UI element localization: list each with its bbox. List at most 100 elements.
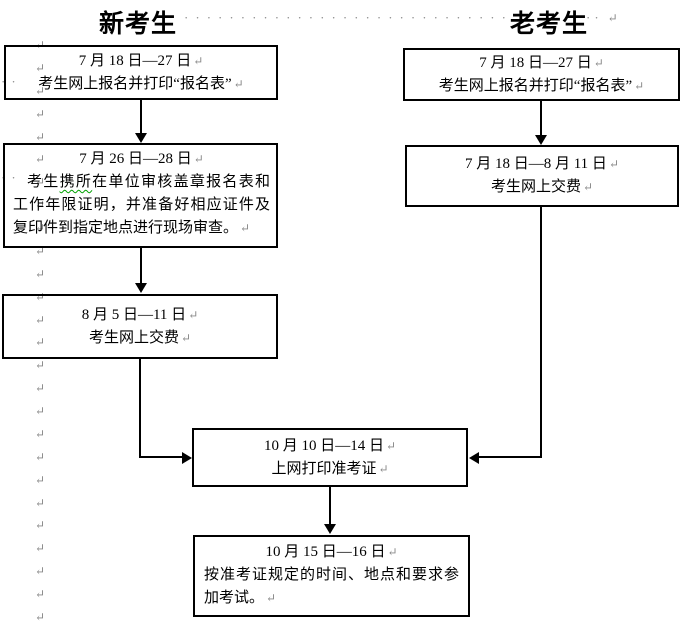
pilcrow-mark: ↵ bbox=[35, 495, 46, 510]
space-dot-mark: · bbox=[297, 10, 302, 25]
new-candidates-heading: 新考生 bbox=[99, 11, 178, 38]
old-candidates-heading: 老考生 bbox=[510, 11, 589, 38]
box-date-line: 7 月 26 日—28 日↵ bbox=[13, 148, 270, 171]
box-body-line: 考生网上交费↵ bbox=[4, 327, 276, 350]
body-text: 考生网上交费 bbox=[490, 179, 581, 195]
pilcrow-mark: ↵ bbox=[193, 152, 204, 166]
box-new-onsite-review: 7 月 26 日—28 日↵ 考生携所在单位审核盖章报名表和 工作年限证明，并准… bbox=[3, 143, 278, 248]
pilcrow-mark: ↵ bbox=[35, 221, 46, 235]
box-body-line: 工作年限证明，并准备好相应证件及 bbox=[13, 194, 270, 217]
body-text: 考生网上报名并打印“报名表” bbox=[438, 78, 633, 94]
body-text: 考生网上报名并打印“报名表” bbox=[38, 76, 232, 92]
date-text: 10 月 15 日—16 日 bbox=[265, 544, 386, 560]
pilcrow-mark: ↵ bbox=[35, 564, 46, 579]
body-text: 在单位审核盖章报名表和 bbox=[92, 174, 270, 190]
space-dot-mark: · bbox=[467, 10, 472, 25]
space-dot-mark: · bbox=[342, 10, 348, 25]
space-dot-mark: · bbox=[422, 10, 427, 25]
connector-new-reg-to-review bbox=[140, 100, 142, 134]
pilcrow-mark: ↵ bbox=[35, 609, 46, 622]
body-text: 工作年限证明，并准备好相应证件及 bbox=[13, 197, 270, 213]
space-dot-mark: · bbox=[501, 10, 506, 25]
pilcrow-mark: ↵ bbox=[35, 243, 46, 258]
pilcrow-mark: ↵ bbox=[35, 381, 46, 396]
box-date-line: 10 月 10 日—14 日↵ bbox=[194, 435, 466, 458]
pilcrow-mark: ↵ bbox=[180, 331, 192, 345]
margin-pilcrow-column: ↵↵↵↵↵↵↵↵↵↵↵↵↵↵↵↵↵↵↵↵↵↵↵↵↵↵ bbox=[35, 39, 49, 622]
grammar-wavy-text: 携所 bbox=[59, 174, 93, 190]
date-text: 7 月 18 日—8 月 11 日 bbox=[464, 156, 607, 172]
date-text: 7 月 18 日—27 日 bbox=[479, 55, 592, 71]
connector-old-payment-down bbox=[540, 207, 542, 458]
space-dot-mark: · bbox=[399, 10, 404, 25]
connector-review-to-payment bbox=[140, 248, 142, 284]
pilcrow-mark: ↵ bbox=[582, 180, 594, 194]
pilcrow-mark: ↵ bbox=[35, 587, 46, 601]
space-dot-mark: · bbox=[320, 10, 325, 25]
space-dot-mark: · bbox=[274, 10, 280, 25]
space-dot-mark: · bbox=[388, 10, 393, 25]
box-date-line: 8 月 5 日—11 日↵ bbox=[4, 304, 276, 327]
pilcrow-mark: ↵ bbox=[35, 449, 46, 464]
date-text: 7 月 26 日—28 日 bbox=[79, 151, 192, 167]
body-text: 考生 bbox=[27, 174, 60, 190]
pilcrow-mark: ↵ bbox=[266, 591, 277, 605]
arrowhead-left-icon bbox=[469, 452, 479, 464]
pilcrow-mark: ↵ bbox=[385, 439, 397, 453]
date-text: 8 月 5 日—11 日 bbox=[81, 307, 187, 323]
pilcrow-mark: ↵ bbox=[35, 312, 46, 327]
pilcrow-mark: ↵ bbox=[634, 79, 645, 93]
space-dot-mark: · bbox=[218, 10, 223, 25]
pilcrow-mark: ↵ bbox=[35, 83, 46, 98]
pilcrow-mark: ↵ bbox=[35, 198, 46, 213]
title-tail-marks: ·· ↵ bbox=[586, 0, 620, 36]
box-body-line: 考生携所在单位审核盖章报名表和 bbox=[13, 171, 270, 194]
space-dot-mark: · bbox=[195, 10, 200, 25]
box-new-payment: 8 月 5 日—11 日↵ 考生网上交费↵ bbox=[2, 294, 278, 359]
space-dot-mark: · bbox=[456, 10, 461, 25]
space-dot-mark: · bbox=[410, 10, 416, 25]
space-dot-mark: · bbox=[331, 10, 336, 25]
space-dot-mark: · bbox=[354, 10, 359, 25]
body-text: 按准考证规定的时间、地点和要求参 bbox=[204, 567, 459, 583]
box-body-line: 加考试。↵ bbox=[204, 587, 459, 610]
date-text: 7 月 18 日—27 日 bbox=[78, 53, 192, 69]
box-old-payment: 7 月 18 日—8 月 11 日↵ 考生网上交费↵ bbox=[405, 145, 679, 207]
leader-dots: ····························· bbox=[184, 0, 506, 36]
box-body-line: 考生网上报名并打印“报名表”↵ bbox=[6, 73, 276, 96]
space-dot-mark: · bbox=[286, 10, 291, 25]
box-take-exam: 10 月 15 日—16 日↵ 按准考证规定的时间、地点和要求参 加考试。↵ bbox=[193, 535, 470, 617]
space-dot-mark: · bbox=[308, 10, 314, 25]
pilcrow-mark: ↵ bbox=[607, 11, 618, 25]
box-print-admission-ticket: 10 月 10 日—14 日↵ 上网打印准考证 ↵ bbox=[192, 428, 468, 487]
body-text: 考生网上交费 bbox=[88, 330, 179, 346]
pilcrow-mark: ↵ bbox=[35, 404, 46, 418]
connector-ticket-to-exam bbox=[329, 487, 331, 525]
pilcrow-mark: ↵ bbox=[35, 60, 46, 75]
space-dot-mark: · bbox=[365, 10, 370, 25]
pilcrow-mark: ↵ bbox=[35, 106, 46, 121]
box-date-line: 10 月 15 日—16 日↵ bbox=[204, 541, 459, 564]
arrowhead-down-icon bbox=[135, 133, 147, 143]
pilcrow-mark: ↵ bbox=[35, 175, 46, 190]
pilcrow-mark: ↵ bbox=[35, 266, 46, 281]
pilcrow-mark: ↵ bbox=[35, 358, 46, 373]
box-date-line: 7 月 18 日—27 日↵ bbox=[405, 52, 678, 75]
space-dot-mark: · bbox=[240, 10, 246, 25]
body-text: 上网打印准考证 bbox=[271, 461, 377, 477]
box-old-online-registration: 7 月 18 日—27 日↵ 考生网上报名并打印“报名表”↵ bbox=[403, 48, 680, 101]
pilcrow-mark: ↵ bbox=[35, 152, 46, 167]
connector-old-payment-across bbox=[479, 456, 542, 458]
pilcrow-mark: ↵ bbox=[593, 56, 604, 70]
pilcrow-mark: ↵ bbox=[188, 308, 199, 322]
box-body-line: 考生网上交费↵ bbox=[407, 176, 677, 199]
box-date-line: 7 月 18 日—8 月 11 日↵ bbox=[407, 153, 677, 176]
pilcrow-mark: ↵ bbox=[35, 518, 46, 533]
pilcrow-mark: ↵ bbox=[193, 54, 204, 68]
box-date-line: 7 月 18 日—27 日↵ bbox=[6, 50, 276, 73]
body-text: 加考试。 bbox=[204, 590, 265, 606]
space-dot-mark: ·· bbox=[586, 10, 603, 25]
space-dot-mark: · bbox=[263, 10, 268, 25]
space-dot-mark: · bbox=[478, 10, 484, 25]
